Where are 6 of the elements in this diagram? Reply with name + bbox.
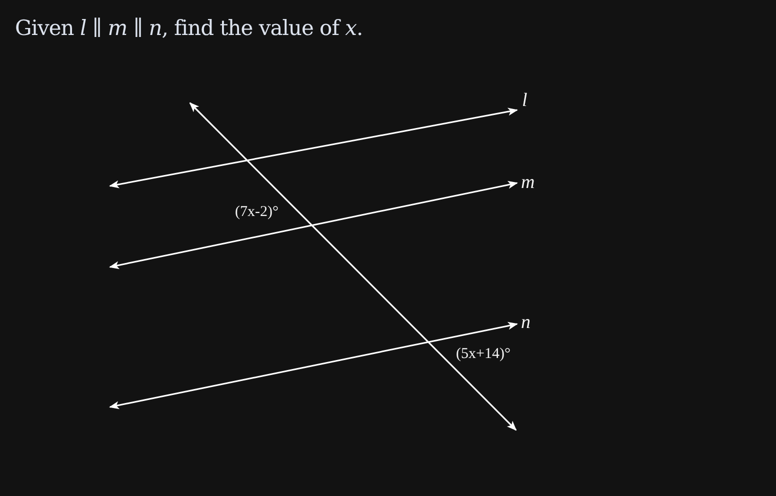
line-label: m xyxy=(521,173,535,192)
line-label: l xyxy=(522,91,528,110)
angle-label: (5x+14)° xyxy=(456,347,510,362)
angle-label: (7x-2)° xyxy=(235,205,278,220)
question-text: Given l ∥ m ∥ n, find the value of x. xyxy=(15,16,363,40)
line-label: n xyxy=(521,313,530,332)
